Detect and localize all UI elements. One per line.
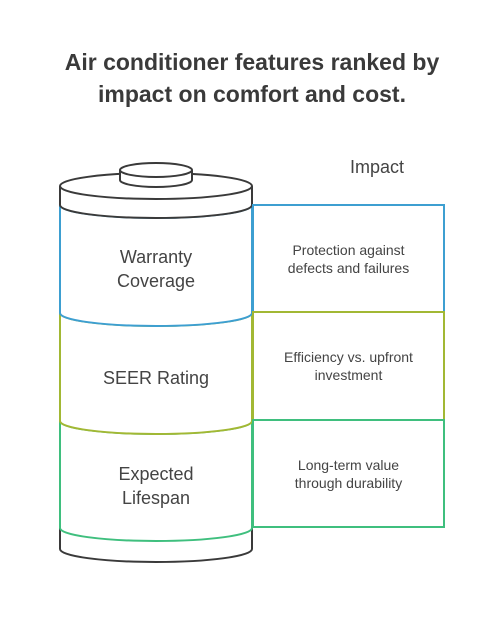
impact-box-lifespan: [252, 419, 445, 528]
segment-lifespan-label: Expected Lifespan: [60, 462, 252, 510]
impact-column-header: Impact: [350, 157, 405, 177]
impact-text-line: Efficiency vs. upfront: [284, 349, 413, 365]
diagram-title: Air conditioner features ranked by impac…: [0, 46, 504, 110]
segment-label-line: Expected: [118, 464, 194, 484]
impact-text-line: Long-term value: [297, 457, 400, 473]
terminal-top: [119, 162, 193, 178]
segment-seer-label: SEER Rating: [60, 366, 252, 390]
impact-text-seer: Efficiency vs. upfront investment: [253, 348, 444, 384]
impact-text-line: defects and failures: [287, 260, 410, 276]
segment-label-line: Lifespan: [121, 488, 191, 508]
impact-text-line: investment: [314, 367, 383, 383]
segment-label-line: SEER Rating: [102, 368, 210, 388]
segment-warranty-label: Warranty Coverage: [60, 245, 252, 293]
impact-text-line: through durability: [294, 475, 403, 491]
title-line-2: impact on comfort and cost.: [98, 81, 406, 107]
segment-label-line: Warranty: [119, 247, 193, 267]
segment-label-line: Coverage: [116, 271, 196, 291]
title-line-1: Air conditioner features ranked by: [64, 49, 440, 75]
impact-text-lifespan: Long-term value through durability: [253, 456, 444, 492]
impact-text-warranty: Protection against defects and failures: [253, 241, 444, 277]
impact-text-line: Protection against: [292, 242, 405, 258]
impact-box-seer: [252, 311, 445, 421]
impact-box-warranty: [252, 204, 445, 313]
